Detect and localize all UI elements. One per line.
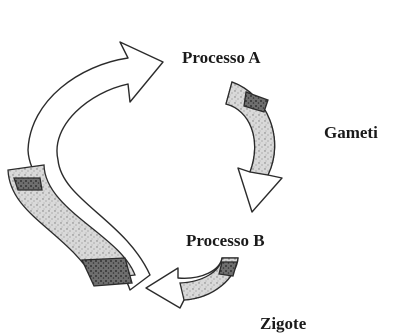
processo-a-to-gameti-arrow <box>226 82 282 212</box>
processo-b-to-zigote-arrow <box>146 258 238 308</box>
label-processo-b: Processo B <box>186 231 265 250</box>
zigote-band-dark-patch <box>82 258 132 286</box>
label-processo-a: Processo A <box>182 48 261 67</box>
label-gameti: Gameti <box>324 123 378 142</box>
zigote-to-processo-a-arrow <box>8 42 163 290</box>
zigote-small-band-dark-patch <box>219 262 237 276</box>
label-zigote: Zigote <box>260 314 307 333</box>
zigote-band-dark-patch-top <box>14 178 42 190</box>
